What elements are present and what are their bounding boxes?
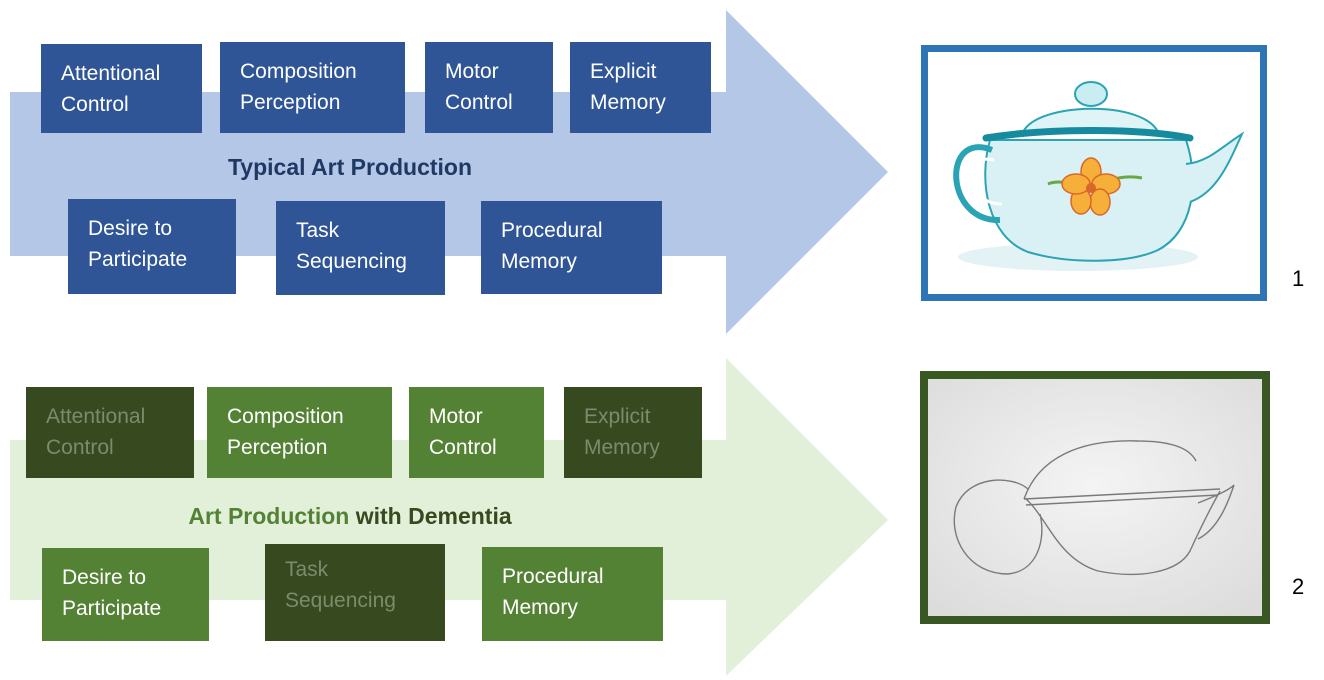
dementia-sketch-image: [928, 379, 1262, 616]
box-explicit-memory-impaired: Explicit Memory: [564, 387, 702, 478]
box-desire-to-participate: Desire to Participate: [68, 199, 236, 294]
box-motor-control-intact: Motor Control: [409, 387, 544, 478]
teapot-drawing-frame: [921, 45, 1267, 301]
box-procedural-memory-intact: Procedural Memory: [482, 547, 663, 641]
box-attentional-control: Attentional Control: [41, 44, 202, 133]
dementia-production-title: Art Production with Dementia: [160, 503, 540, 530]
box-task-sequencing-impaired: Task Sequencing: [265, 544, 445, 641]
box-task-sequencing: Task Sequencing: [276, 201, 445, 295]
figure-label-2: 2: [1292, 574, 1305, 599]
figure-label-1: 1: [1292, 266, 1305, 291]
box-desire-to-participate-intact: Desire to Participate: [42, 548, 209, 641]
dementia-sketch-frame: [920, 371, 1270, 624]
box-composition-perception: Composition Perception: [220, 42, 405, 133]
box-attentional-control-impaired: Attentional Control: [26, 387, 194, 478]
dementia-title-part1: Art Production: [188, 503, 350, 529]
box-procedural-memory: Procedural Memory: [481, 201, 662, 294]
box-explicit-memory: Explicit Memory: [570, 42, 711, 133]
box-composition-perception-intact: Composition Perception: [207, 387, 392, 478]
teapot-drawing-image: [953, 81, 1245, 271]
box-motor-control: Motor Control: [425, 42, 553, 133]
dementia-arrow-shape: [10, 358, 888, 676]
typical-production-title: Typical Art Production: [227, 154, 473, 180]
dementia-title-part2: with Dementia: [349, 503, 512, 529]
